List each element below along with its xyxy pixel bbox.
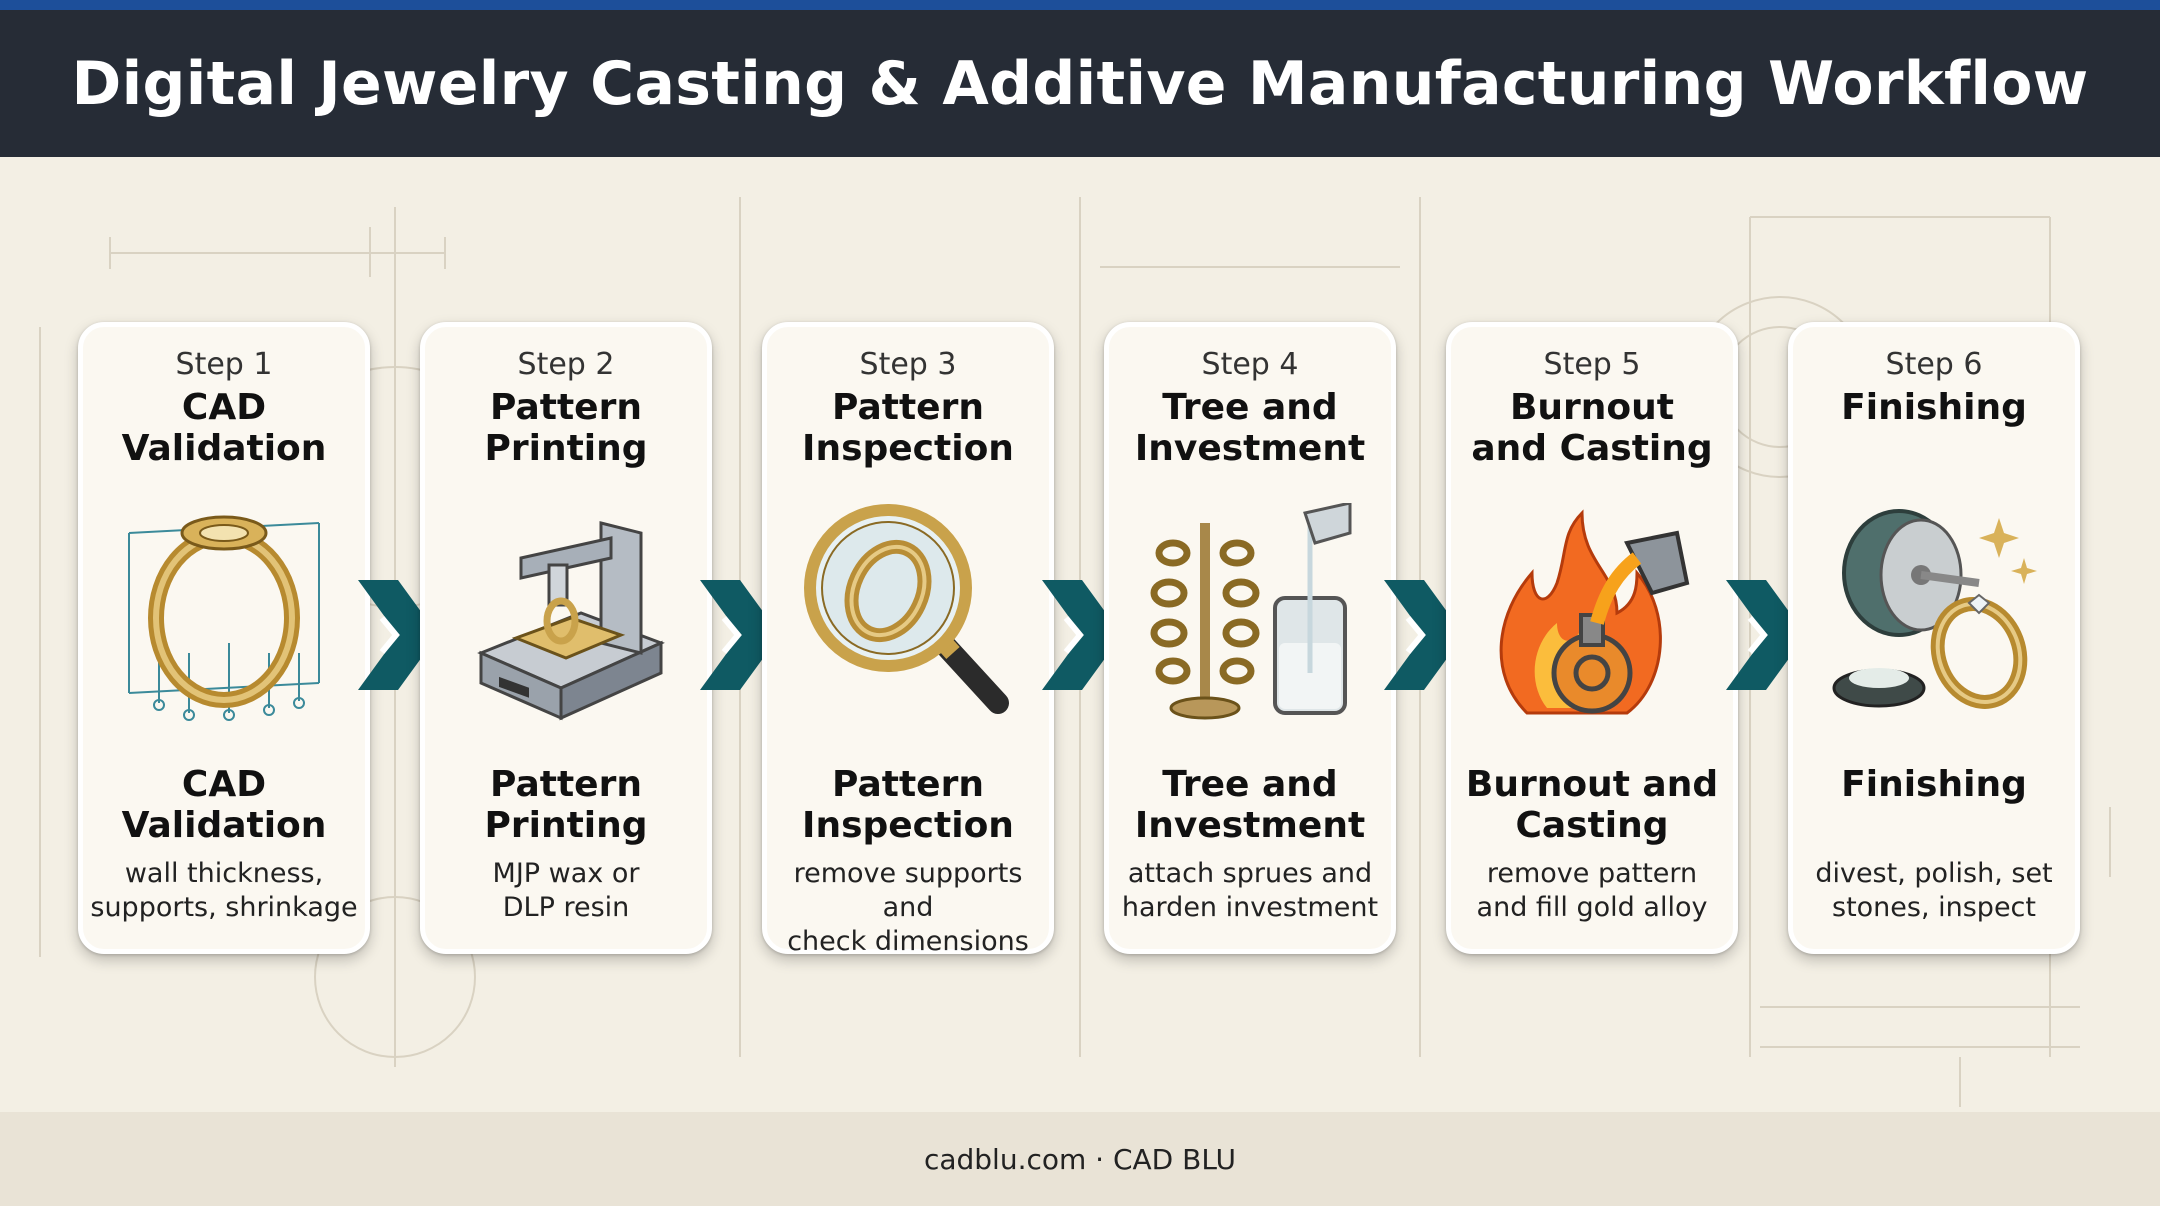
page-title: Digital Jewelry Casting & Additive Manuf… xyxy=(71,48,2089,119)
step-description: attach sprues and harden investment xyxy=(1121,858,1379,923)
step-label: Step 6 xyxy=(1885,347,1983,382)
step-bottom-title: Finishing xyxy=(1841,764,2027,805)
step-bottom-title: Pattern Printing xyxy=(484,764,648,846)
step-label: Step 1 xyxy=(175,347,273,382)
chevron-right-icon xyxy=(1726,580,1806,690)
step-card-2: Step 2 Pattern Printing Pattern Printing… xyxy=(420,322,712,954)
step-title: Finishing xyxy=(1841,387,2027,428)
3d-printer-icon xyxy=(477,521,665,721)
step-title: Pattern Inspection xyxy=(802,387,1014,469)
step-description: MJP wax or DLP resin xyxy=(492,858,640,923)
step-title: Burnout and Casting xyxy=(1471,387,1713,469)
furnace-pour-icon xyxy=(1499,509,1690,715)
step-title: CAD Validation xyxy=(121,387,327,469)
footer-credit: cadblu.com · CAD BLU xyxy=(923,1142,1237,1176)
step-label: Step 5 xyxy=(1543,347,1641,382)
step-card-3: Step 3 Pattern Inspection Pattern Inspec… xyxy=(762,322,1054,957)
step-description: wall thickness, supports, shrinkage xyxy=(90,858,358,923)
step-label: Step 2 xyxy=(517,347,615,382)
step-description: divest, polish, set stones, inspect xyxy=(1815,858,2053,923)
step-card-4: Step 4 Tree and Investment Tree and Inve… xyxy=(1104,322,1396,954)
step-bottom-title: Burnout and Casting xyxy=(1465,764,1719,846)
wax-tree-flask-icon xyxy=(1150,503,1352,720)
step-label: Step 3 xyxy=(859,347,957,382)
chevron-right-icon xyxy=(1042,580,1122,690)
polish-ring-icon xyxy=(1832,509,2037,709)
step-description: remove supports and check dimensions xyxy=(787,858,1029,957)
step-title: Pattern Printing xyxy=(484,387,648,469)
magnifier-ring-icon xyxy=(804,504,1009,714)
step-bottom-title: CAD Validation xyxy=(121,764,327,846)
step-bottom-title: Tree and Investment xyxy=(1134,764,1366,846)
chevron-right-icon xyxy=(700,580,780,690)
ring-cad-wireframe-icon xyxy=(128,515,320,721)
chevron-right-icon xyxy=(358,580,438,690)
header-banner: Digital Jewelry Casting & Additive Manuf… xyxy=(0,10,2160,157)
step-bottom-title: Pattern Inspection xyxy=(802,764,1014,846)
step-title: Tree and Investment xyxy=(1134,387,1366,469)
top-accent-bar xyxy=(0,0,2160,10)
step-card-5: Step 5 Burnout and Casting Burnout and C… xyxy=(1446,322,1738,954)
step-card-6: Step 6 Finishing Finishing divest, polis… xyxy=(1788,322,2080,954)
chevron-right-icon xyxy=(1384,580,1464,690)
footer: cadblu.com · CAD BLU xyxy=(0,1112,2160,1206)
step-card-1: Step 1 CAD Validation CAD Validation wal… xyxy=(78,322,370,954)
step-label: Step 4 xyxy=(1201,347,1299,382)
step-description: remove pattern and fill gold alloy xyxy=(1476,858,1708,923)
